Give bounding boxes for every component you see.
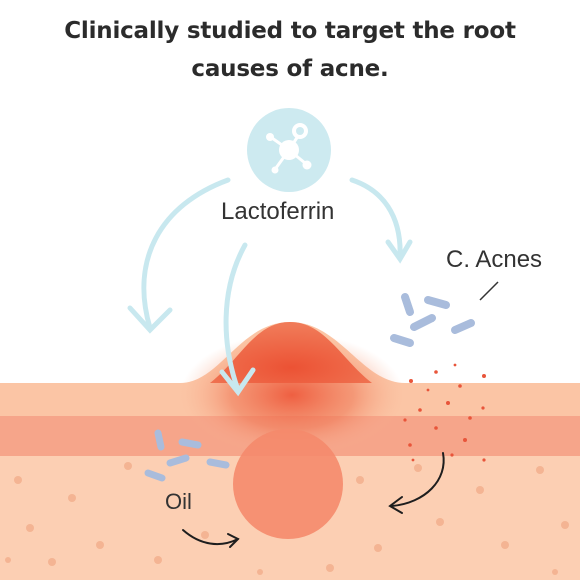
arrow-to-bacteria (349, 177, 403, 261)
arrow-to-oil (141, 177, 231, 331)
page-title: Clinically studied to target the root ca… (20, 12, 560, 88)
pimple-bump (210, 322, 372, 383)
oil-flow-arrowhead (227, 533, 240, 548)
arrow-to-pimple-head (219, 367, 256, 397)
c-acnes-pointer-line (479, 281, 499, 301)
arrow-to-oil-head (127, 305, 173, 334)
oil-droplets (144, 429, 230, 482)
oil-flow-arrow (182, 529, 239, 546)
arrow-to-pimple (223, 242, 248, 393)
c-acnes-label: C. Acnes (446, 246, 543, 273)
c-acnes-bacteria (390, 293, 475, 347)
skin-pores (5, 462, 569, 575)
clogged-follicle (233, 429, 343, 539)
oil-label: Oil (165, 489, 192, 514)
molecule-icon (247, 108, 331, 192)
bacteria-specks (403, 363, 486, 462)
arrow-to-bacteria-head (385, 239, 413, 264)
title-line-2: causes of acne. (191, 56, 389, 82)
bacteria-penetration-arrowhead (388, 496, 403, 514)
title-line-1: Clinically studied to target the root (64, 18, 516, 44)
bacteria-penetration-arrow (391, 452, 445, 507)
lactoferrin-arrows (127, 177, 413, 397)
black-arrows (182, 452, 445, 548)
lactoferrin-label: Lactoferrin (221, 198, 335, 225)
